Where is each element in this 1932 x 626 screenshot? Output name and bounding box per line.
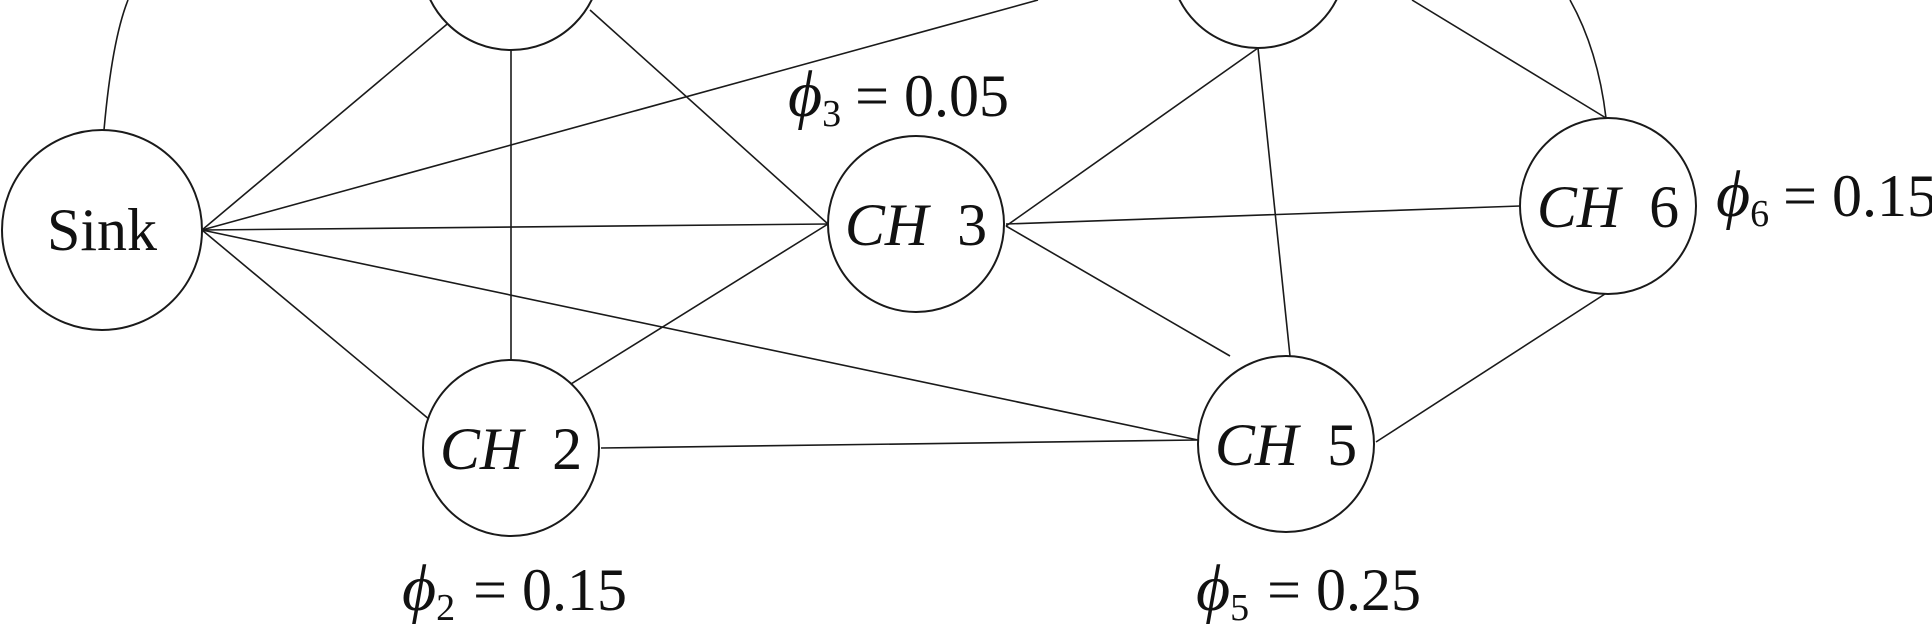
node-ch6: CH 6 (1519, 117, 1697, 295)
weight-label-ch6: ϕ6 = 0.15 (1716, 158, 1932, 235)
edge-sink-ch2 (201, 229, 431, 421)
phi-symbol-3: ϕ (788, 58, 822, 131)
phi-sub-2: 2 (436, 587, 455, 626)
svg-text:CH 6: CH 6 (1537, 174, 1679, 240)
edge-topright-ch3 (1005, 47, 1259, 227)
edge-sink-topright (201, 0, 1039, 231)
arc-top-right-to-ch6 (1569, 0, 1607, 119)
weight-value-6: = 0.15 (1783, 163, 1932, 229)
weight-value-2: = 0.15 (473, 557, 627, 623)
ch5-index: 5 (1327, 412, 1357, 478)
edge-ch3-ch6 (1005, 205, 1521, 225)
ch5-prefix: CH (1215, 412, 1302, 478)
phi-symbol-5: ϕ (1196, 552, 1230, 625)
node-ch3: CH 3 (827, 135, 1005, 313)
edges (201, 0, 1609, 449)
phi-symbol-2: ϕ (402, 552, 436, 625)
ch2-prefix: CH (440, 416, 527, 482)
node-top-left-partial (429, 0, 593, 51)
edge-ch3-ch5 (1005, 225, 1231, 357)
weight-value-3: = 0.05 (855, 63, 1009, 129)
node-top-right-partial (1178, 0, 1338, 49)
ch2-index: 2 (552, 416, 582, 482)
weight-label-ch5: ϕ5 = 0.25 (1196, 552, 1421, 626)
phi-sub-3: 3 (822, 93, 841, 135)
ch3-prefix: CH (845, 192, 932, 258)
ch6-prefix: CH (1537, 174, 1624, 240)
edge-topright-ch5 (1257, 47, 1291, 357)
node-sink: Sink (1, 129, 203, 331)
edge-ch5-ch6 (1375, 291, 1609, 443)
phi-symbol-6: ϕ (1716, 158, 1750, 231)
phi-sub-6: 6 (1750, 193, 1769, 235)
weight-value-5: = 0.25 (1267, 557, 1421, 623)
ch3-index: 3 (957, 192, 987, 258)
edge-topleft-ch3 (589, 9, 829, 225)
edge-ch2-ch5 (600, 439, 1199, 449)
arc-sink-to-top-left (103, 0, 129, 131)
edge-sink-ch3 (201, 223, 829, 231)
svg-text:CH 2: CH 2 (440, 416, 582, 482)
weight-label-ch3: ϕ3 = 0.05 (788, 58, 1009, 135)
phi-sub-5: 5 (1230, 587, 1249, 626)
svg-text:CH 3: CH 3 (845, 192, 987, 258)
edge-ch2-ch3 (570, 223, 829, 385)
edge-sink-ch5 (201, 229, 1199, 441)
edge-topright-ch6 (1411, 0, 1607, 119)
ch6-index: 6 (1649, 174, 1679, 240)
sink-label: Sink (47, 197, 157, 263)
weight-label-ch2: ϕ2 = 0.15 (402, 552, 627, 626)
node-ch2: CH 2 (422, 359, 600, 537)
node-ch5: CH 5 (1197, 355, 1375, 533)
edge-sink-topleft (201, 19, 453, 231)
svg-text:CH 5: CH 5 (1215, 412, 1357, 478)
